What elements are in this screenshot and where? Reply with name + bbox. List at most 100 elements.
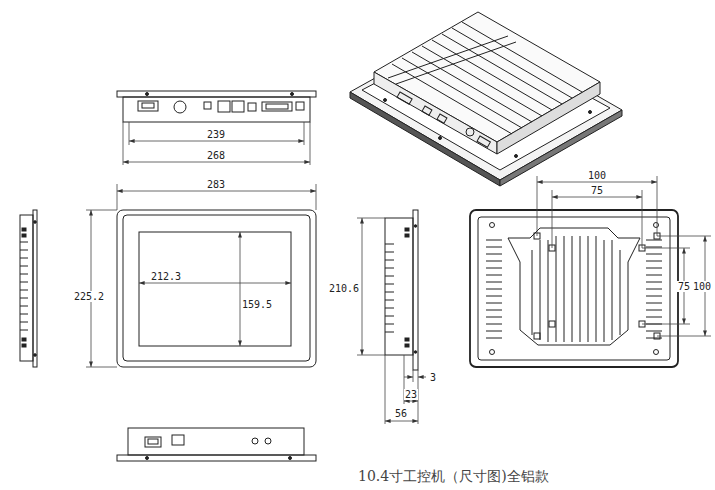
dimension-lines-part	[385, 355, 386, 424]
bottom-view-part	[117, 455, 316, 461]
left-side-view-part	[22, 228, 26, 231]
perspective-view-part	[392, 22, 582, 134]
dimension-label: 159.5	[241, 299, 273, 310]
dimension-lines-part	[642, 190, 643, 248]
perspective-view-part	[422, 106, 432, 115]
rear-view-part	[532, 236, 620, 342]
dimension-lines-part	[552, 197, 642, 198]
right-side-view-part	[385, 218, 413, 355]
dimension-lines-part	[537, 176, 538, 236]
figure-caption: 10.4寸工控机（尺寸图)全铝款	[358, 468, 549, 485]
dimension-label: 3	[429, 372, 437, 383]
dimension-label: 239	[206, 129, 226, 140]
top-view-part	[232, 101, 244, 112]
dimension-label: 225.2	[73, 291, 105, 302]
dimension-lines-part	[362, 218, 363, 355]
bottom-view-part	[145, 437, 161, 447]
rear-view-part	[470, 210, 678, 367]
dimension-lines-part	[129, 141, 304, 142]
top-view-part	[291, 93, 294, 96]
rear-view-part	[654, 223, 659, 228]
dimension-lines-part	[552, 190, 553, 248]
rear-view-part	[654, 350, 659, 355]
rear-view-part	[534, 333, 540, 339]
rear-view-part	[490, 223, 495, 228]
dimension-lines-part	[139, 283, 291, 284]
dimension-lines-part	[304, 122, 305, 145]
top-view-part	[117, 91, 316, 97]
bottom-view	[117, 428, 316, 461]
bottom-view-part	[265, 438, 271, 444]
rear-view-part	[478, 217, 670, 360]
dimension-label: 210.6	[328, 283, 360, 294]
top-view-part	[296, 102, 304, 110]
perspective-view-part	[439, 137, 442, 140]
dimension-lines-part	[117, 184, 118, 210]
top-view-part	[142, 103, 154, 108]
perspective-view-part	[374, 72, 497, 154]
top-view-part	[146, 93, 149, 96]
dimension-lines-part	[404, 377, 413, 378]
rear-view	[470, 210, 678, 367]
rear-view-part	[486, 240, 502, 338]
dimension-lines-part	[657, 176, 658, 236]
dimension-label: 23	[404, 389, 418, 400]
dimension-lines-part	[385, 421, 418, 422]
perspective-view-part	[589, 111, 592, 114]
top-view-part	[218, 101, 230, 112]
dimension-lines-part	[357, 355, 385, 356]
perspective-view-part	[388, 36, 516, 84]
dimension-lines-part	[310, 122, 311, 165]
rear-view-part	[646, 240, 662, 338]
dimension-lines-part	[240, 232, 241, 346]
dimension-lines	[537, 176, 711, 336]
left-side-view-part	[33, 210, 37, 367]
left-side-view-part	[22, 234, 26, 237]
rear-view-part	[508, 228, 640, 345]
dimension-lines-part	[537, 182, 657, 183]
top-view-part	[123, 97, 310, 122]
dimension-lines	[357, 218, 426, 424]
dimension-label: 56	[394, 408, 408, 419]
dimension-label: 212.3	[150, 271, 182, 282]
left-side-view-part	[20, 242, 28, 330]
right-side-view-part	[405, 344, 409, 347]
perspective-view-part	[437, 114, 447, 123]
dimension-lines-part	[404, 401, 418, 402]
rear-view-part	[549, 321, 555, 327]
dimension-lines	[86, 184, 316, 367]
dimension-lines-part	[123, 122, 124, 165]
top-view-part	[174, 101, 186, 113]
right-side-view-part	[405, 338, 409, 341]
front-view-part	[123, 215, 310, 361]
rear-view-part	[490, 350, 495, 355]
dimension-lines-part	[117, 191, 316, 192]
top-view-part	[248, 103, 256, 111]
left-side-view-part	[34, 354, 37, 357]
perspective-view-part	[397, 92, 412, 104]
left-side-view	[20, 210, 37, 367]
dimension-label: 75	[590, 185, 604, 196]
top-view-part	[204, 102, 211, 109]
perspective-view	[350, 12, 622, 186]
bottom-view-part	[172, 435, 184, 445]
left-side-view-part	[20, 215, 33, 361]
dimension-lines-part	[657, 236, 711, 237]
top-view-part	[138, 101, 158, 111]
dimension-label: 283	[206, 179, 226, 190]
dimension-lines-part	[316, 184, 317, 210]
perspective-view-part	[497, 82, 600, 154]
front-view-part	[117, 210, 316, 367]
right-side-view-part	[413, 210, 418, 370]
technical-drawing-part	[20, 12, 711, 461]
left-side-view-part	[22, 338, 26, 341]
perspective-view-part	[477, 136, 490, 147]
dimension-label: 75	[677, 281, 691, 292]
dimension-lines	[123, 122, 310, 165]
right-side-view	[385, 210, 418, 370]
bottom-view-part	[128, 428, 304, 455]
top-view	[117, 91, 316, 122]
top-view-part	[266, 104, 288, 109]
right-side-view-part	[385, 244, 394, 332]
